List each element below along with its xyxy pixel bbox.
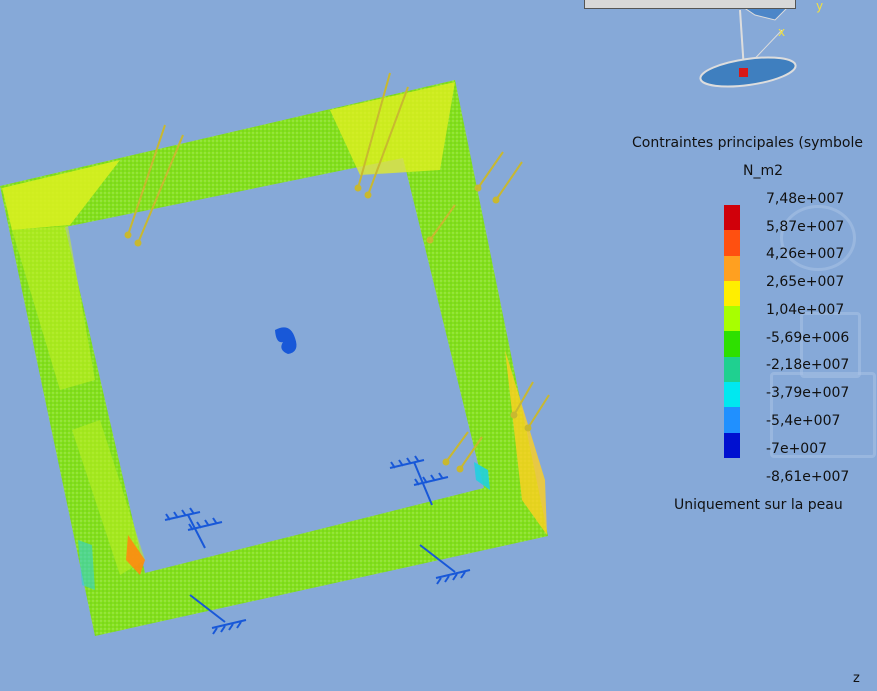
stress-region-cyan-left: [78, 540, 95, 590]
legend-tick-label: -2,18e+007: [766, 357, 850, 373]
frame-inner-hole: [65, 158, 484, 573]
colorbar-band: [724, 230, 740, 256]
legend-tick-label: 5,87e+007: [766, 219, 845, 235]
stress-frame: [0, 80, 548, 636]
legend-tick-label: -5,69e+006: [766, 330, 850, 346]
legend-footer: Uniquement sur la peau: [674, 497, 843, 513]
decor-rect-2: [770, 372, 876, 458]
decor-rect-1: [800, 312, 861, 378]
compass-x-label: x: [778, 25, 785, 39]
legend-tick-label: 2,65e+007: [766, 274, 845, 290]
stress-region-cyan: [474, 462, 490, 490]
legend-tick-label: -7e+007: [766, 441, 828, 457]
legend-colorbar: [724, 205, 740, 483]
colorbar-band: [724, 331, 740, 357]
colorbar-band: [724, 432, 740, 458]
colorbar-band: [724, 356, 740, 383]
colorbar-band: [724, 382, 740, 408]
colorbar-band: [724, 306, 740, 332]
legend-tick-label: 7,48e+007: [766, 191, 845, 207]
stress-region-left-bottom: [72, 420, 145, 575]
legend-tick-label: -8,61e+007: [766, 469, 850, 485]
support-clamp-2: [389, 455, 449, 506]
support-symbols: [164, 455, 471, 635]
axis-z-label: z: [853, 671, 860, 686]
legend-tick-label: 1,04e+007: [766, 302, 845, 318]
colorbar-band: [724, 255, 740, 281]
colorbar-band: [724, 280, 740, 307]
stress-region-top-left: [2, 160, 120, 230]
legend-title: Contraintes principales (symbole: [632, 135, 863, 151]
support-clamp-1: [164, 507, 223, 549]
legend-tick-label: -5,4e+007: [766, 413, 841, 429]
stress-region-right: [505, 350, 547, 535]
legend-tick-label: -3,79e+007: [766, 385, 850, 401]
decor-ring: [780, 205, 856, 271]
load-arrows: [124, 72, 550, 473]
legend-tick-label: 4,26e+007: [766, 246, 845, 262]
compass-y-label: y: [816, 0, 823, 13]
support-clamp-3: [419, 544, 471, 585]
colorbar-band: [724, 407, 740, 433]
colorbar-band: [724, 205, 740, 231]
legend-unit: N_m2: [743, 163, 784, 179]
toolbar-strip[interactable]: [584, 0, 796, 9]
stress-region-orange: [126, 535, 145, 575]
stress-region-left: [12, 226, 95, 390]
support-clamp-4: [189, 594, 247, 635]
center-marker-icon: [275, 327, 297, 354]
compass-gizmo[interactable]: x y: [699, 0, 823, 92]
